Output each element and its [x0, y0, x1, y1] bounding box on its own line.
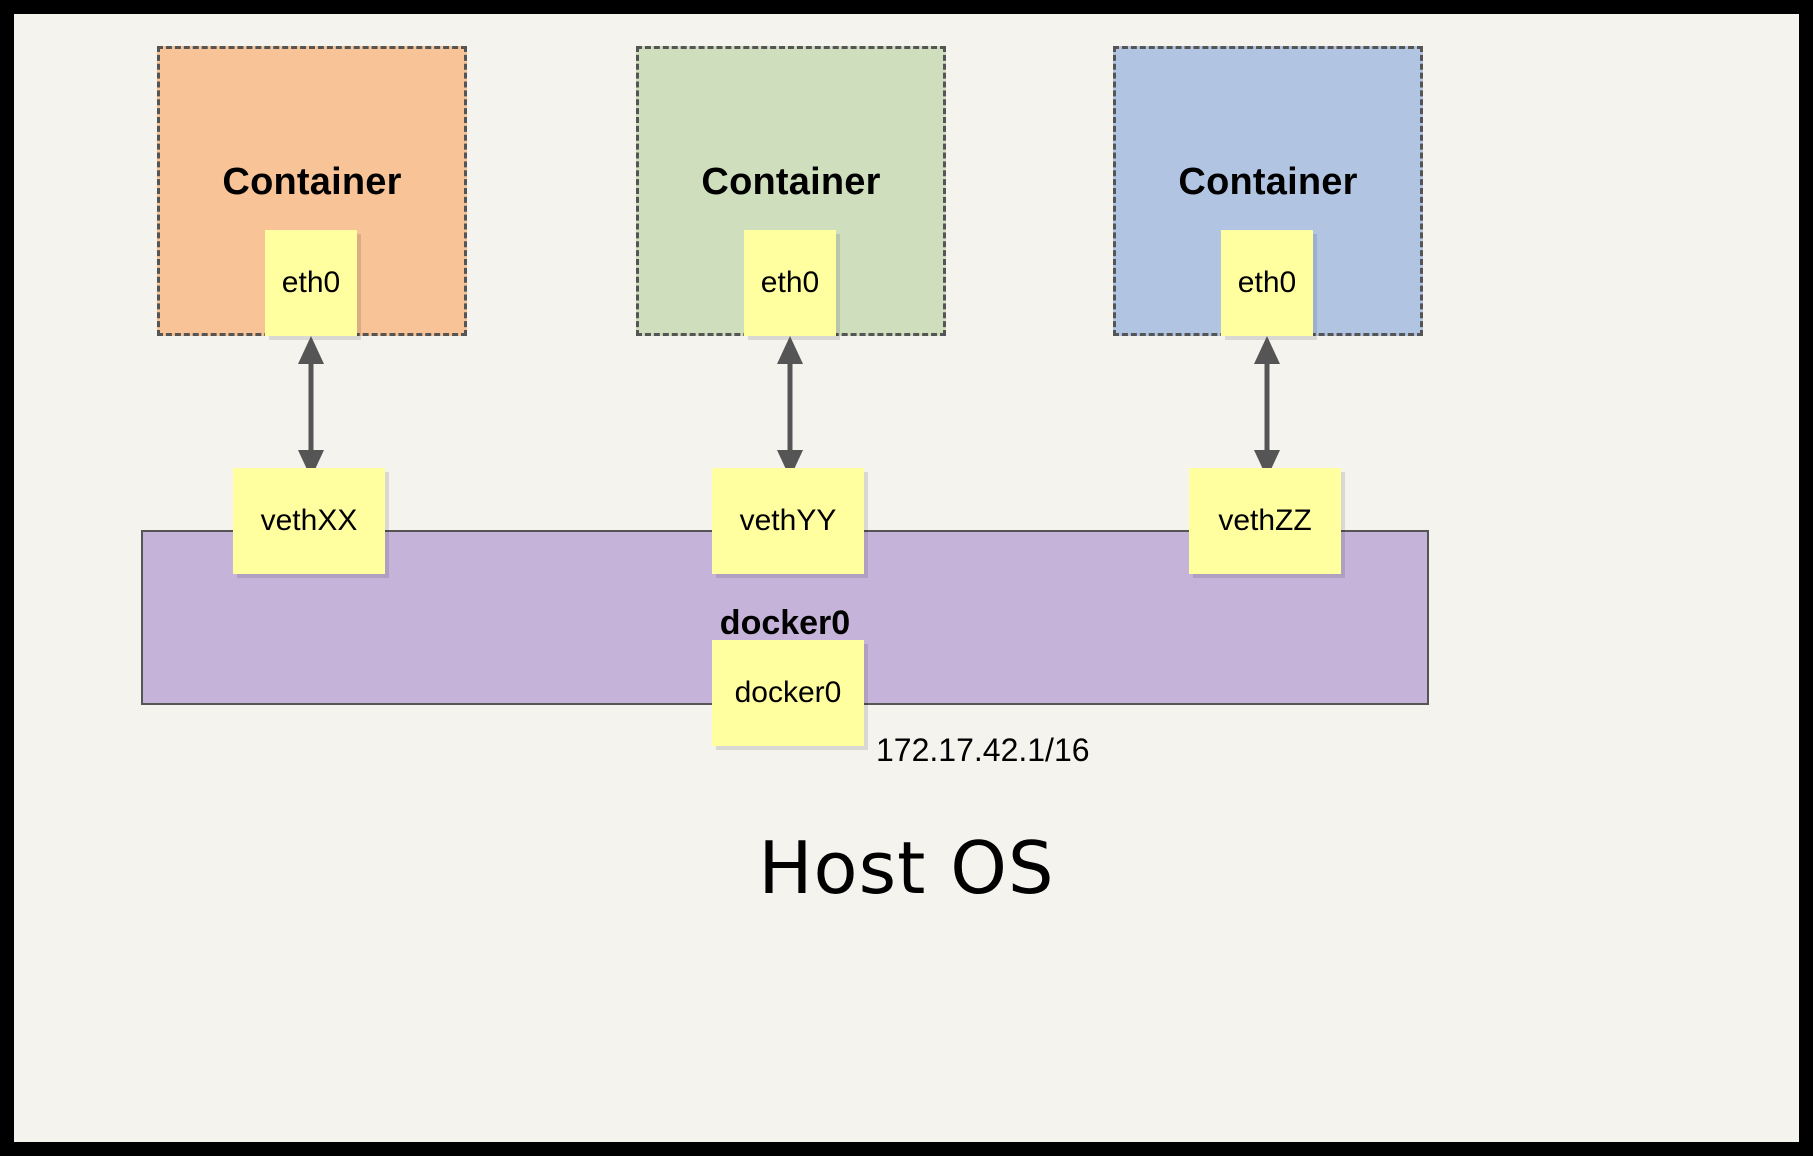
container-title-3: Container: [1178, 161, 1358, 203]
docker0-interface-label: docker0: [734, 676, 842, 709]
eth0-label-3: eth0: [1237, 266, 1297, 299]
host-os-frame: Container eth0 Container eth0 Container: [14, 14, 1799, 1142]
docker0-ip-label: 172.17.42.1/16: [876, 732, 1090, 768]
bidirectional-arrow-3: [1254, 336, 1280, 478]
veth-note-1: vethXX: [233, 468, 385, 574]
container-title-2: Container: [701, 161, 881, 203]
eth0-note-1: eth0: [265, 230, 357, 336]
veth-note-3: vethZZ: [1189, 468, 1341, 574]
veth-label-1: vethXX: [260, 504, 358, 537]
veth-label-3: vethZZ: [1218, 504, 1312, 537]
eth0-label-1: eth0: [281, 266, 341, 299]
container-title-1: Container: [222, 161, 402, 203]
eth0-label-2: eth0: [760, 266, 820, 299]
host-os-caption: Host OS: [758, 826, 1055, 910]
bidirectional-arrow-1: [298, 336, 324, 478]
bidirectional-arrow-2: [777, 336, 803, 478]
docker0-interface-note: docker0: [712, 640, 864, 746]
eth0-note-3: eth0: [1221, 230, 1313, 336]
veth-label-2: vethYY: [739, 504, 837, 537]
veth-note-2: vethYY: [712, 468, 864, 574]
docker0-bridge-label: docker0: [719, 604, 851, 642]
eth0-note-2: eth0: [744, 230, 836, 336]
